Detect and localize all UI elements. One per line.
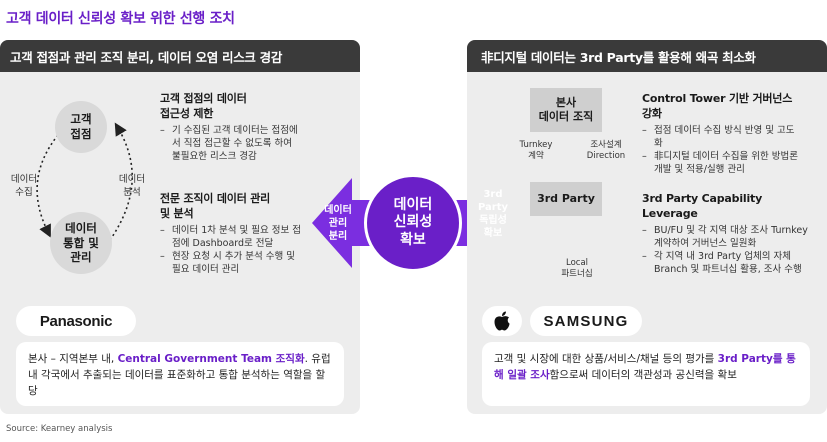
customer-touchpoint-node: 고객 접점 — [55, 101, 107, 153]
right-section1-list: –접점 데이터 수집 방식 반영 및 고도화 –非디지털 데이터 수집을 위한 … — [642, 124, 802, 176]
list-item: –현장 요청 시 추가 분석 수행 및 필요 데이터 관리 — [160, 251, 295, 276]
local-partnership-label: Local 파트너십 — [561, 258, 593, 280]
right-section1-title: Control Tower 기반 거버넌스 강화 — [642, 92, 793, 120]
third-party-box: 3rd Party — [530, 182, 602, 216]
left-note: 본사 – 지역본부 내, Central Government Team 조직화… — [16, 342, 344, 406]
right-arrow-label: 3rd Party 독립성 확보 — [477, 189, 509, 239]
data-analysis-label: 데이터 분석 — [118, 174, 146, 198]
list-item: –非디지털 데이터 수집을 위한 방법론 개발 및 적용/실행 관리 — [642, 151, 798, 176]
analyze-arc — [109, 122, 133, 241]
left-panel-header: 고객 접점과 관리 조직 분리, 데이터 오염 리스크 경감 — [0, 40, 360, 72]
left-section1-title: 고객 접점의 데이터 접근성 제한 — [160, 92, 247, 120]
page-title: 고객 데이터 신뢰성 확보 위한 선행 조치 — [6, 11, 235, 27]
turnkey-label: Turnkey 계약 — [519, 140, 553, 162]
list-item: –데이터 1차 분석 및 필요 정보 접점에 Dashboard로 전달 — [160, 225, 302, 250]
list-item: –각 지역 내 3rd Party 업체의 자체 Branch 및 파트너십 활… — [642, 251, 802, 276]
right-note: 고객 및 시장에 대한 상품/서비스/채널 등의 평가를 3rd Party를 … — [482, 342, 810, 406]
left-section2-title: 전문 조직이 데이터 관리 및 분석 — [160, 192, 271, 220]
data-integration-node: 데이터 통합 및 관리 — [50, 212, 112, 274]
left-arrow-label: 데이터 관리 분리 — [324, 205, 352, 242]
direction-label: 조사설계 Direction — [586, 140, 626, 162]
data-reliability-circle: 데이터 신뢰성 확보 — [364, 174, 462, 272]
right-section2-title: 3rd Party Capability Leverage — [642, 192, 763, 220]
hq-data-org-box: 본사 데이터 조직 — [530, 88, 602, 132]
source-note: Source: Kearney analysis — [6, 424, 113, 434]
panasonic-logo: Panasonic — [16, 306, 136, 336]
right-panel-header: 非디지털 데이터는 3rd Party를 활용해 왜곡 최소화 — [467, 40, 827, 72]
list-item: –접점 데이터 수집 방식 반영 및 고도화 — [642, 125, 795, 150]
collect-arc — [36, 134, 59, 238]
left-section2-list: –데이터 1차 분석 및 필요 정보 접점에 Dashboard로 전달 –현장… — [160, 224, 302, 276]
list-item: –기 수집된 고객 데이터는 접점에서 직접 접근할 수 없도록 하여 불필요한… — [160, 125, 298, 163]
samsung-logo: SAMSUNG — [530, 306, 642, 336]
apple-logo-icon — [482, 306, 522, 336]
left-purple-arrow — [312, 178, 372, 268]
left-section1-list: –기 수집된 고객 데이터는 접점에서 직접 접근할 수 없도록 하여 불필요한… — [160, 124, 302, 163]
list-item: –BU/FU 및 각 지역 대상 조사 Turnkey 계약하여 거버넌스 일원… — [642, 225, 808, 250]
data-collect-label: 데이터 수집 — [10, 174, 38, 198]
right-section2-list: –BU/FU 및 각 지역 대상 조사 Turnkey 계약하여 거버넌스 일원… — [642, 224, 814, 276]
